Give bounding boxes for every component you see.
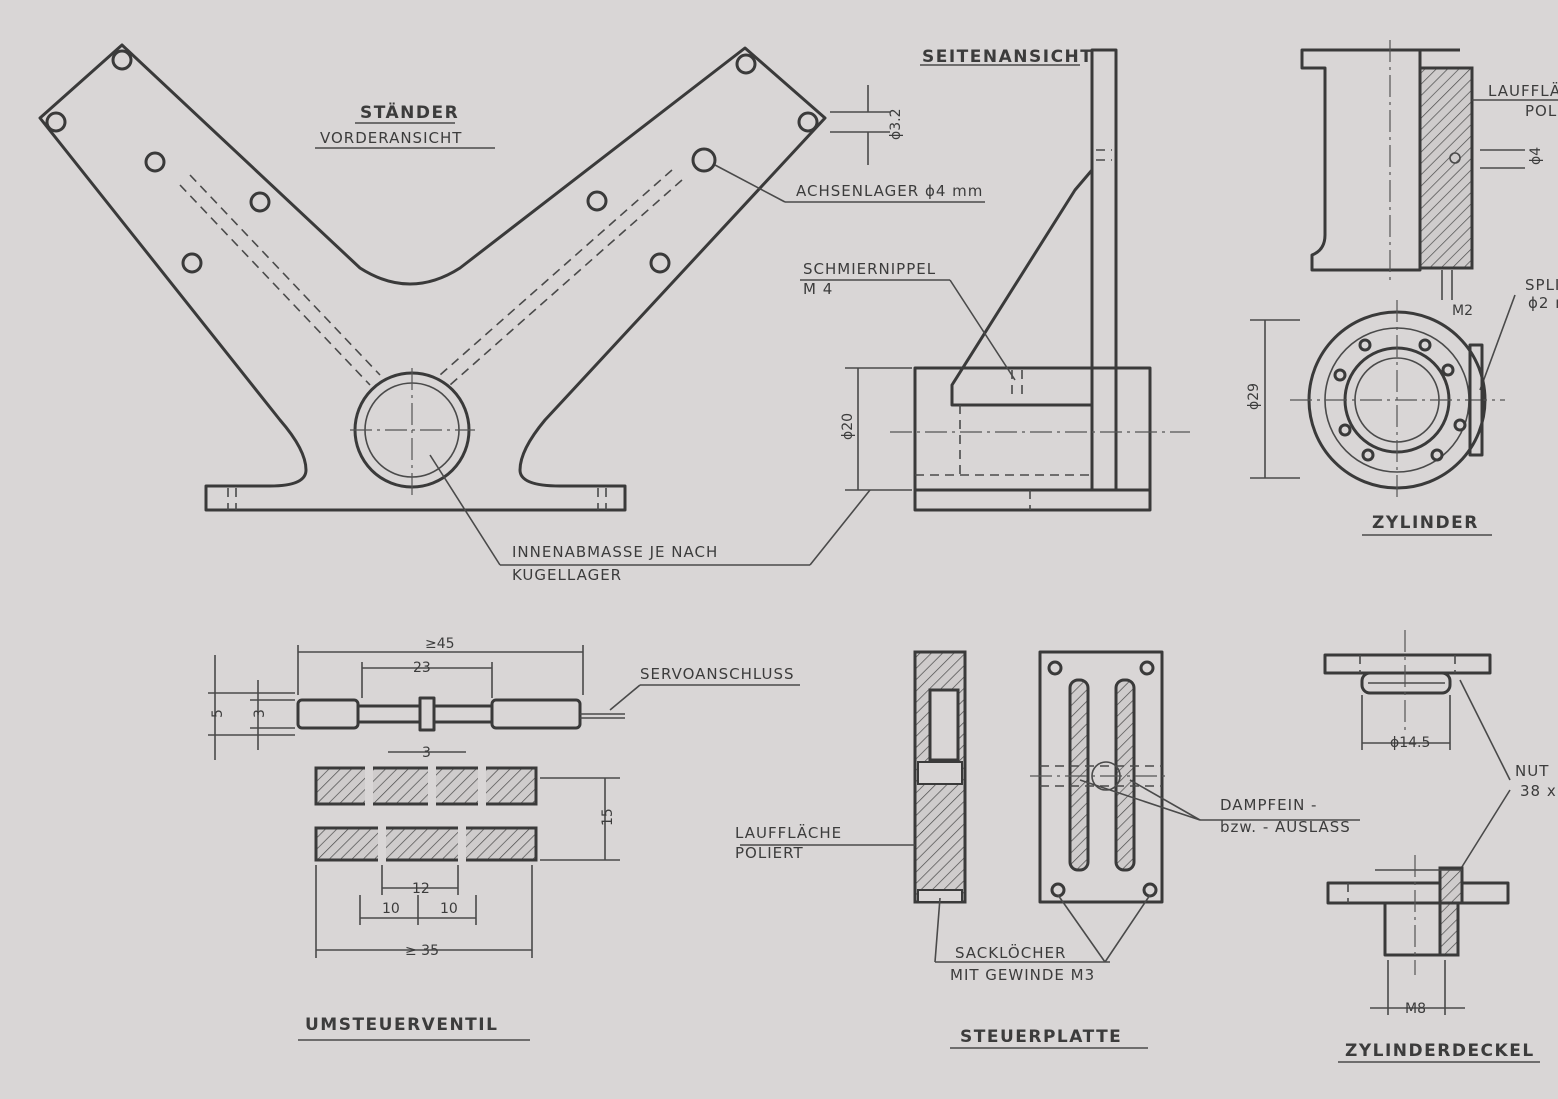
laufflaeche-top-label: LAUFFLÄ	[1488, 81, 1558, 100]
control-plate: LAUFFLÄCHE POLIERT DAMPFEIN - bzw. - AUS…	[735, 650, 1360, 1049]
dim-15: 15	[600, 808, 616, 826]
dim-m2: M2	[1452, 303, 1473, 319]
dim-10-left: 10	[382, 901, 400, 917]
steuerplatte-title: STEUERPLATTE	[960, 1027, 1122, 1047]
dim-29: ϕ29	[1246, 383, 1262, 410]
staender-subtitle: VORDERANSICHT	[320, 129, 462, 147]
dim-10-right: 10	[440, 901, 458, 917]
gewinde-label: MIT GEWINDE M3	[950, 966, 1095, 984]
auslass-label: bzw. - AUSLASS	[1220, 818, 1351, 836]
staender-front-view: STÄNDER VORDERANSICHT ACHSENLAGER ϕ4 mm …	[38, 43, 985, 584]
nut-size: 38 x	[1520, 782, 1557, 800]
kugellager-label: KUGELLAGER	[512, 566, 622, 584]
reversing-valve: ≥45 23 SERVOANSCHLUSS 5 3 3 15 12	[208, 636, 800, 1041]
dim-3-left: 3	[252, 709, 268, 718]
staender-title: STÄNDER	[360, 101, 459, 123]
zylinder-title: ZYLINDER	[1372, 513, 1479, 533]
dim-23: 23	[413, 660, 431, 676]
schmiernippel-label: SCHMIERNIPPEL	[803, 260, 936, 278]
side-view: SEITENANSICHT SCHMIERNIPPEL M 4 ϕ20	[800, 47, 1190, 512]
achsenlager-label: ACHSENLAGER ϕ4 mm	[796, 182, 983, 200]
cylinder-views: ϕ4 LAUFFLÄ POLI M2 SPLI ϕ2 m ϕ29 ZYL	[1246, 40, 1558, 536]
split-size: ϕ2 m	[1528, 294, 1558, 312]
poliert-top-label: POLI	[1525, 102, 1558, 120]
dim-20: ϕ20	[840, 413, 856, 440]
servoanschluss-label: SERVOANSCHLUSS	[640, 665, 795, 683]
dim-m8: M8	[1405, 1001, 1426, 1017]
dim-45: ≥45	[425, 636, 455, 652]
dim-12: 12	[412, 881, 430, 897]
mounting-holes	[45, 49, 819, 274]
dampfein-label: DAMPFEIN -	[1220, 796, 1317, 814]
dim-35: ≥ 35	[405, 943, 439, 959]
dim-14-5: ϕ14.5	[1390, 735, 1430, 751]
dim-3-2: ϕ3.2	[888, 109, 904, 141]
seitenansicht-title: SEITENANSICHT	[922, 47, 1093, 67]
nut-label: NUT	[1515, 762, 1549, 780]
poliert-label: POLIERT	[735, 844, 804, 862]
dim-5: 5	[210, 709, 226, 718]
umsteuerventil-title: UMSTEUERVENTIL	[305, 1015, 498, 1035]
sackloecher-label: SACKLÖCHER	[955, 943, 1066, 962]
innenabmasse-label: INNENABMASSE JE NACH	[512, 543, 718, 561]
laufflaeche-label: LAUFFLÄCHE	[735, 823, 842, 842]
split-label: SPLI	[1525, 276, 1558, 294]
dim-3-center: 3	[422, 745, 431, 761]
dim-4: ϕ4	[1528, 147, 1544, 165]
cylinder-bolt-holes	[1333, 338, 1467, 462]
zylinderdeckel-title: ZYLINDERDECKEL	[1345, 1041, 1535, 1061]
cylinder-cover: ϕ14.5 NUT 38 x M8 ZYLINDERDECKEL	[1323, 630, 1557, 1063]
schmiernippel-m4: M 4	[803, 280, 833, 298]
